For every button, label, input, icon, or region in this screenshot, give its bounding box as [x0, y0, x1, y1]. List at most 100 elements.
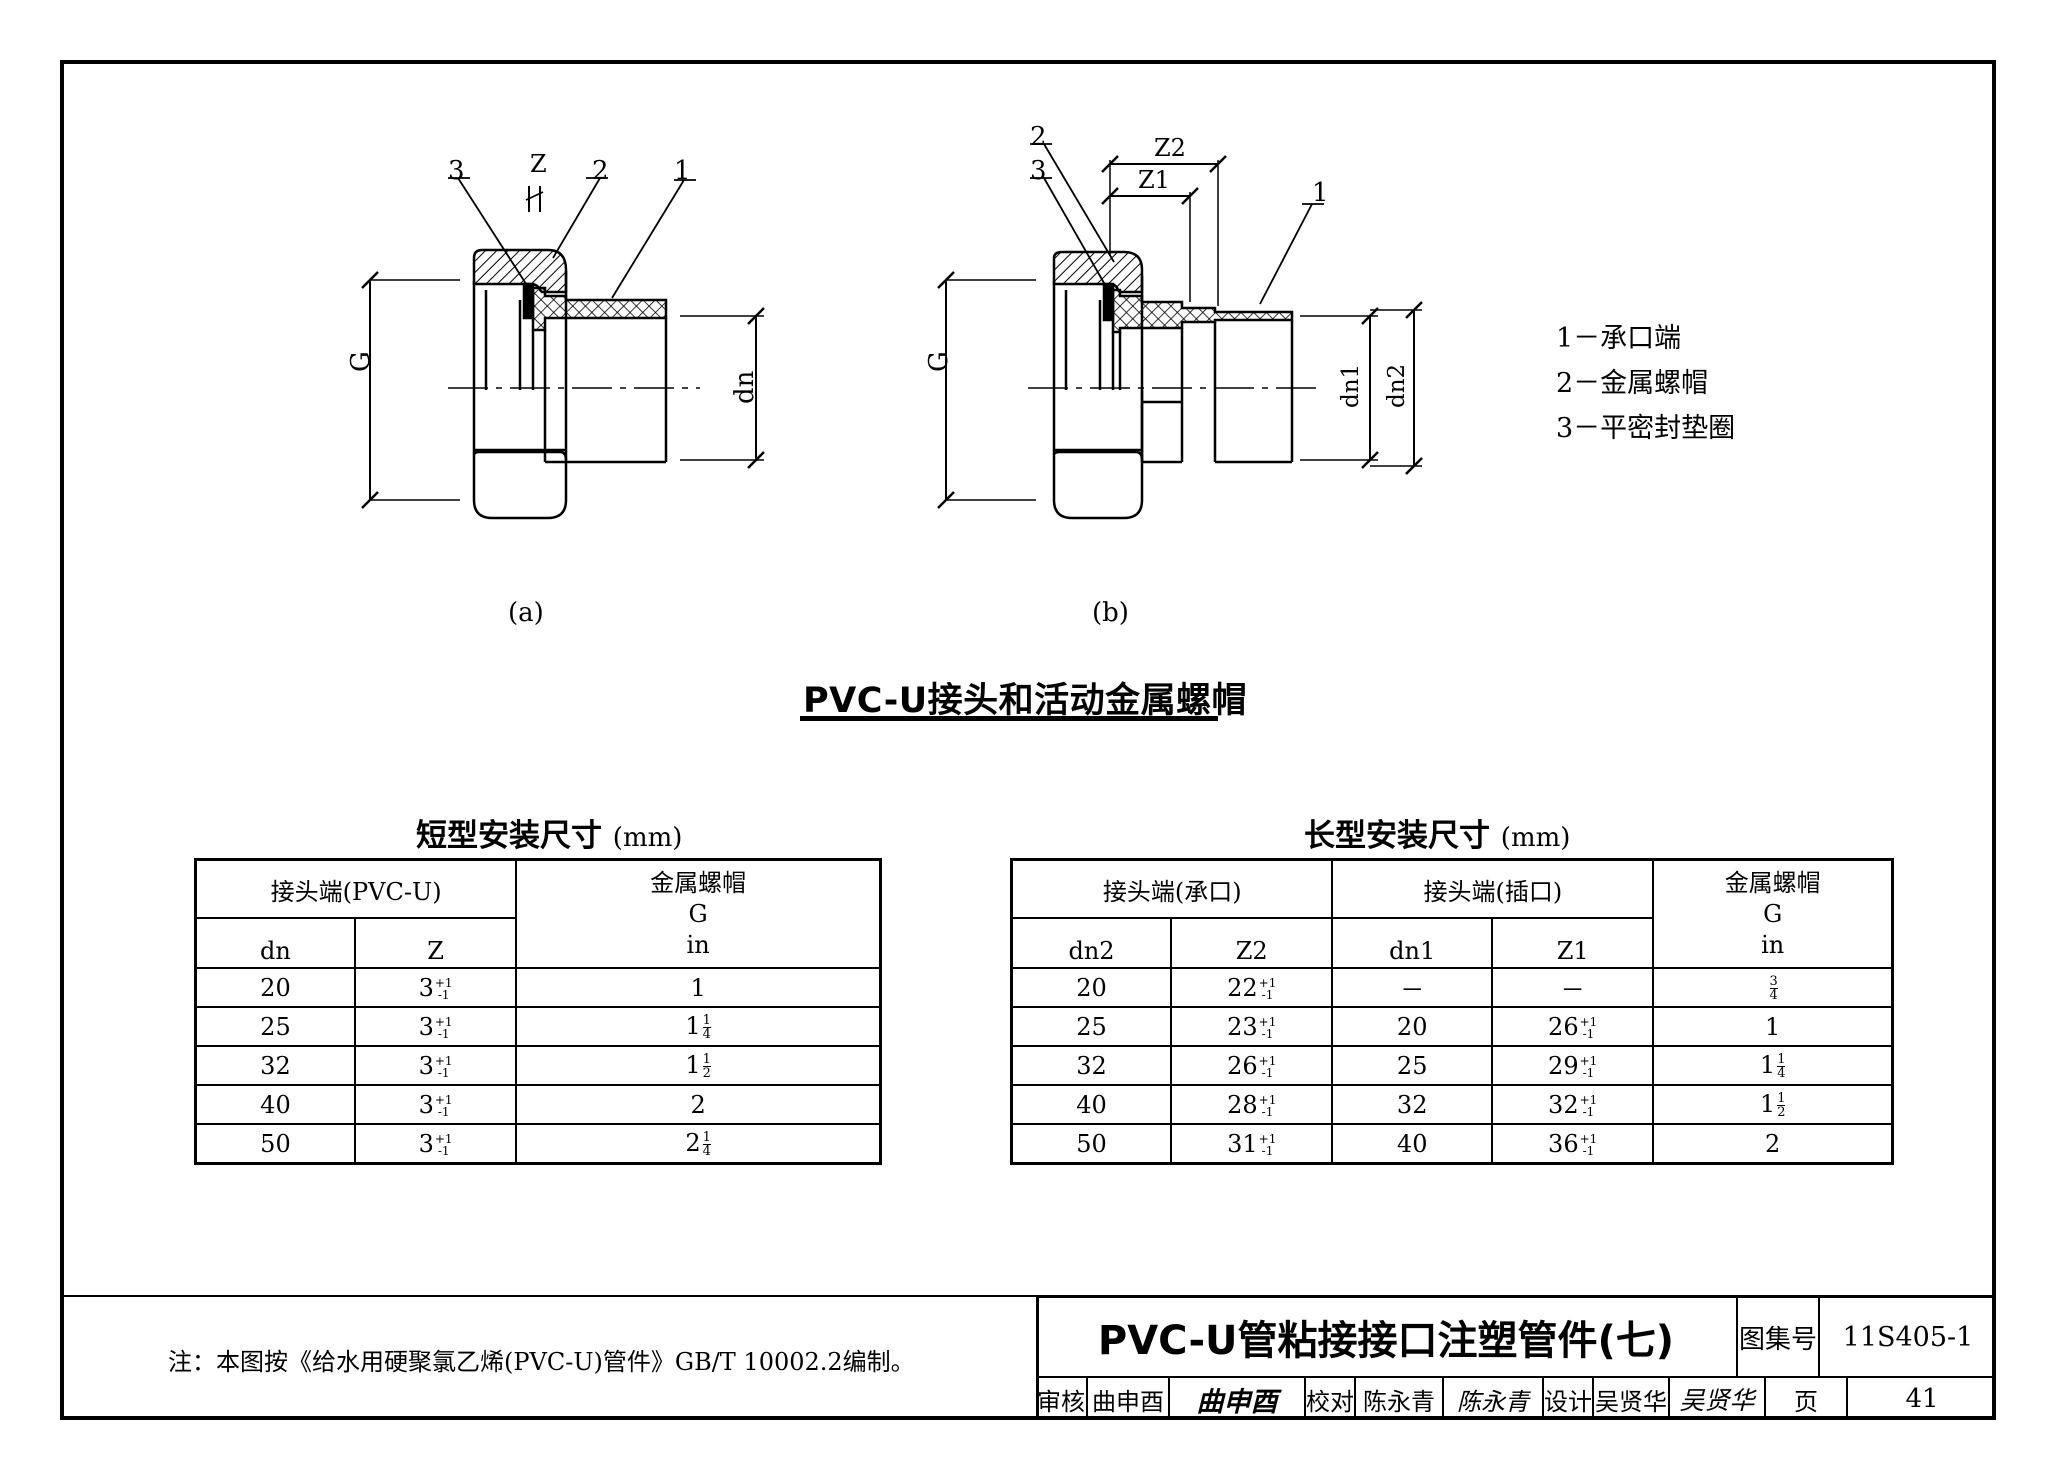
tolerance: +1-1 [1259, 1055, 1277, 1079]
long-th-spigot-end: 接头端(插口) [1331, 858, 1655, 919]
title-block-hline [1036, 1376, 1996, 1378]
nut-size-whole: 1 [1765, 1012, 1781, 1041]
atlas-number: 11S405-1 [1818, 1298, 1996, 1376]
long-th-nut-l2: G [1763, 899, 1783, 928]
dn2-cell: 50 [1010, 1123, 1173, 1165]
z2-value: 26 [1227, 1051, 1258, 1080]
fraction-denominator: 4 [1769, 988, 1778, 1003]
callout-b-3: 3 [1030, 156, 1047, 186]
fraction-numerator: 1 [702, 1130, 711, 1145]
long-table: 接头端(承口) 接头端(插口) 金属螺帽 G in dn2 Z2 dn1 Z1 … [1010, 858, 1894, 1165]
nut-size-whole: 1 [1759, 1051, 1776, 1079]
nut-size-whole: 1 [685, 1051, 701, 1079]
fraction-denominator: 2 [702, 1066, 711, 1081]
z2-cell: 23+1-1 [1170, 1006, 1334, 1047]
tolerance-upper: +1 [1258, 976, 1277, 990]
footer-divider [62, 1295, 1038, 1297]
long-th-nut-l1: 金属螺帽 [1724, 868, 1821, 897]
callout-b-z1: Z1 [1138, 166, 1170, 194]
dim-b-dn1: dn1 [1338, 363, 1364, 408]
tolerance-upper: +1 [1258, 1054, 1277, 1068]
short-th-dn: dn [194, 917, 356, 969]
z1-cell: 26+1-1 [1490, 1006, 1655, 1047]
z2-cell: 31+1-1 [1170, 1123, 1334, 1165]
short-table-caption: 短型安装尺寸 (mm) [416, 810, 682, 855]
tolerance-upper: +1 [434, 976, 453, 990]
nut-a [472, 271, 568, 520]
tolerance-upper: +1 [1579, 1054, 1598, 1068]
legend-item-socket-end: 1－承口端 [1556, 323, 1682, 354]
tolerance-upper: +1 [434, 1093, 453, 1107]
short-table-caption-text: 短型安装尺寸 [416, 818, 602, 854]
tolerance: +1-1 [1580, 1055, 1598, 1079]
z2-cell: 28+1-1 [1170, 1084, 1334, 1125]
long-th-z2: Z2 [1170, 917, 1334, 969]
tolerance: +1-1 [435, 1055, 453, 1079]
tolerance: +1-1 [435, 1133, 453, 1157]
short-th-nut-l3: in [686, 930, 710, 959]
z-cell: 3+1-1 [353, 1123, 518, 1165]
dim-b-g: G [924, 351, 954, 372]
designer-name: 吴贤华 [1592, 1378, 1668, 1420]
z1-value: 36 [1548, 1129, 1579, 1158]
nut-b [1052, 276, 1144, 520]
callout-a-z: Z [530, 150, 547, 178]
checker-signature: 陈永青 [1442, 1378, 1542, 1420]
long-table-caption: 长型安装尺寸 (mm) [1304, 810, 1570, 855]
tolerance-upper: +1 [1579, 1093, 1598, 1107]
tolerance-lower: -1 [1582, 1066, 1595, 1080]
page-number: 41 [1846, 1378, 1996, 1420]
nut-size-whole: 1 [685, 1012, 701, 1040]
callout-b-z2: Z2 [1154, 134, 1186, 162]
title-block: PVC-U管粘接接口注塑管件(七) 图集号 11S405-1 审核 曲申酉 曲申… [1036, 1295, 1996, 1420]
tolerance-lower: -1 [1582, 1027, 1595, 1041]
fraction-numerator: 1 [1777, 1052, 1786, 1067]
tolerance-lower: -1 [1261, 1066, 1274, 1080]
short-th-z: Z [353, 917, 518, 969]
z1-cell: 29+1-1 [1490, 1045, 1655, 1086]
fraction-numerator: 3 [1769, 974, 1778, 989]
dim-a-g: G [346, 351, 376, 372]
tolerance-upper: +1 [434, 1132, 453, 1146]
callout-a-1: 1 [674, 156, 691, 186]
legend: 1－承口端 2－金属螺帽 3－平密封垫圈 [1556, 316, 1735, 451]
nut-size-whole: 2 [1765, 1129, 1781, 1158]
legend-item-metal-nut: 2－金属螺帽 [1556, 368, 1709, 399]
z1-value: 26 [1548, 1012, 1579, 1041]
fraction-numerator: 1 [702, 1013, 711, 1028]
z-cell: 3+1-1 [353, 1045, 518, 1086]
socket-a [531, 286, 668, 332]
tolerance: +1-1 [1580, 1094, 1598, 1118]
tolerance-upper: +1 [1579, 1132, 1598, 1146]
dn2-cell: 32 [1010, 1045, 1173, 1086]
checker-name: 陈永青 [1354, 1378, 1442, 1420]
dn2-cell: 20 [1010, 967, 1173, 1008]
title-underline [800, 716, 1218, 721]
long-table-unit: (mm) [1500, 823, 1571, 853]
short-th-nut-l1: 金属螺帽 [650, 868, 747, 897]
z2-value: 23 [1227, 1012, 1258, 1041]
z1-cell: 32+1-1 [1490, 1084, 1655, 1125]
z1-cell: － [1490, 967, 1655, 1008]
tolerance-upper: +1 [1579, 1015, 1598, 1029]
dn1-cell: 32 [1331, 1084, 1493, 1125]
nut-size-cell: 1 [1652, 1006, 1894, 1047]
dn-cell: 20 [194, 967, 356, 1008]
z1-value: 29 [1548, 1051, 1579, 1080]
check-label: 校对 [1304, 1378, 1354, 1420]
callout-b-2: 2 [1030, 122, 1047, 152]
figure-b [937, 143, 1423, 520]
long-th-dn1: dn1 [1331, 917, 1493, 969]
figure-a [361, 177, 765, 520]
fraction-numerator: 1 [702, 1052, 711, 1067]
